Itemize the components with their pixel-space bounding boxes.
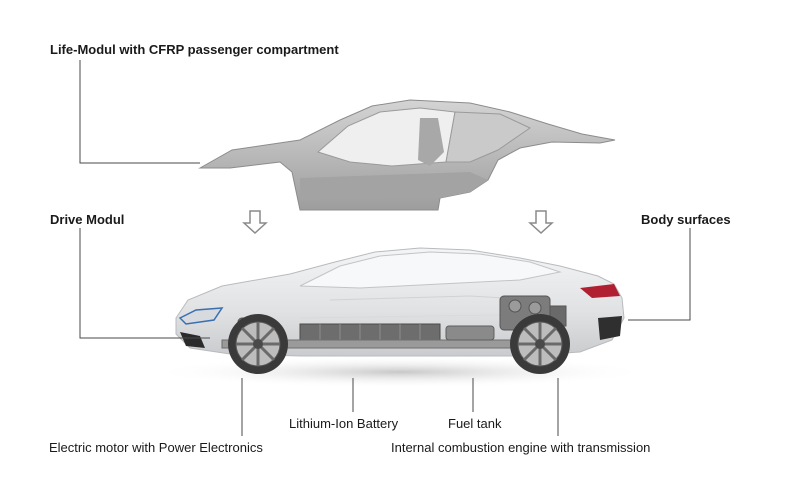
rear-wheel <box>510 314 570 374</box>
front-intake <box>180 332 205 348</box>
label-drive-modul: Drive Modul <box>50 212 125 227</box>
car-windows <box>299 251 562 289</box>
label-combustion-engine: Internal combustion engine with transmis… <box>391 440 651 455</box>
battery-pack <box>299 323 441 341</box>
rear-diffuser <box>598 316 622 340</box>
life-modul-shell <box>198 99 616 211</box>
car-illustration <box>150 247 650 388</box>
tail-light <box>580 284 620 298</box>
leader-drive-modul <box>79 228 210 339</box>
cfrp-rear-frame <box>445 111 532 163</box>
label-life-modul: Life-Modul with CFRP passenger compartme… <box>50 42 339 57</box>
headlight <box>178 307 224 325</box>
cfrp-floor <box>300 172 488 200</box>
leader-body-surfaces <box>628 228 691 321</box>
down-arrow-icon <box>528 210 554 235</box>
cfrp-seat <box>418 118 444 166</box>
front-wheel <box>228 314 288 374</box>
fuel-tank-shape <box>445 325 495 341</box>
label-electric-motor: Electric motor with Power Electronics <box>49 440 263 455</box>
leader-life-modul <box>79 60 200 164</box>
label-battery: Lithium-Ion Battery <box>289 416 399 431</box>
down-arrow-icon <box>242 210 268 235</box>
ground-shadow <box>150 356 650 388</box>
label-body-surfaces: Body surfaces <box>641 212 731 227</box>
battery-cells <box>319 324 421 340</box>
leader-lines <box>79 60 691 436</box>
label-fuel-tank: Fuel tank <box>448 416 502 431</box>
